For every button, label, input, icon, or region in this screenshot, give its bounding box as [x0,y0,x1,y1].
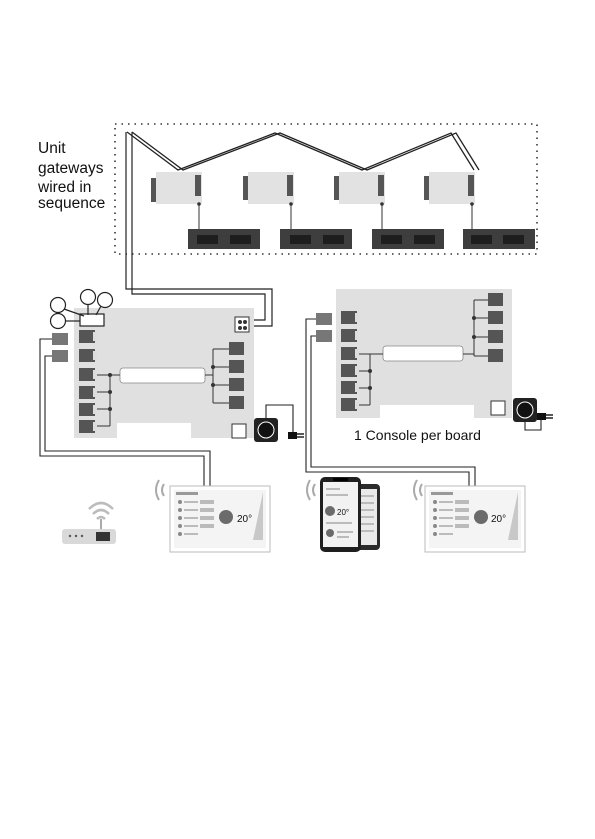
console-right [513,398,553,430]
console-left [254,405,304,442]
wifi-icon [414,480,422,500]
gateways-label-line1: Unit [38,140,66,157]
gateways-label-line4: sequence [38,195,105,212]
touchscreen-console-2: 20° [425,486,525,552]
console-per-board-label: 1 Console per board [354,427,481,443]
bus-wire-b [132,132,479,170]
wifi-icon [156,480,164,500]
bus-wire-a [127,132,474,170]
touchscreen-console-1: 20° [170,486,270,552]
gateways-label-line3: wired in [37,179,91,196]
console-1-temperature: 20° [237,514,252,525]
wifi-icon [307,480,315,500]
control-board-left [74,308,254,438]
phone-temperature: 20° [337,508,349,517]
gateways-label-line2: gateways [38,160,104,177]
smartphone: 20° [320,477,380,552]
control-board-right [336,289,512,418]
router [62,503,116,544]
console-2-temperature: 20° [491,514,506,525]
